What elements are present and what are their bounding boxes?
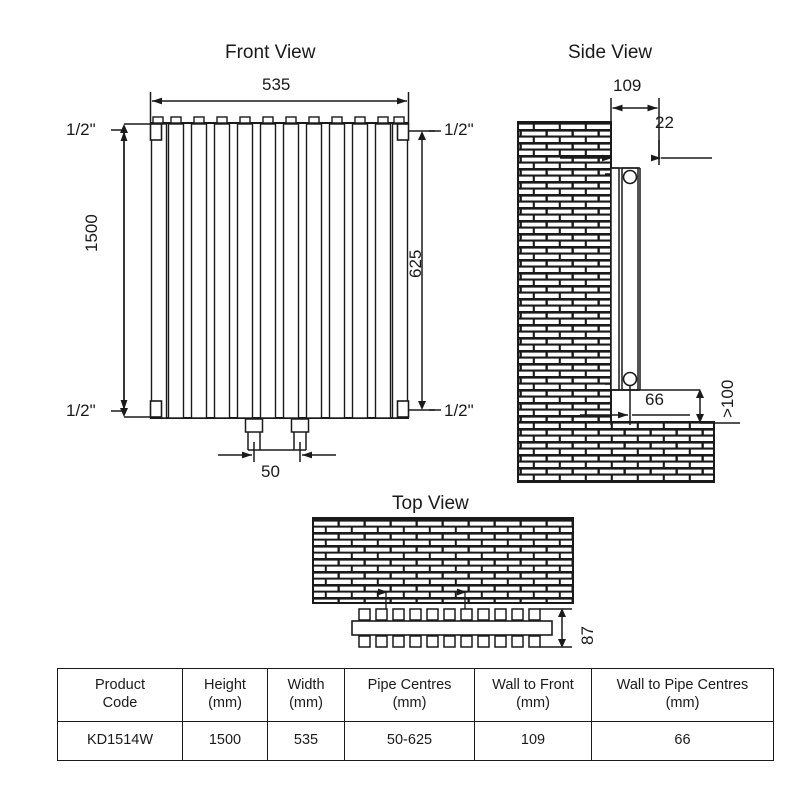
side-wall-to-pipe-centres-dimension [580, 386, 690, 425]
front-pipe-centre-vertical-label: 625 [406, 249, 425, 278]
side-floor-clearance-dimension [611, 389, 740, 424]
side-view-title: Side View [568, 42, 653, 63]
side-wall-to-pipe-centres-label: 66 [645, 390, 664, 409]
front-pipe-centre-horizontal-dimension [218, 442, 336, 462]
top-radiator-body [351, 608, 553, 648]
side-tube-depth-dimension [560, 140, 712, 162]
side-wall-to-front-label: 109 [613, 76, 642, 95]
top-view-group [312, 517, 574, 648]
header-width-line2: (mm) [289, 695, 323, 711]
header-wall-to-front-line2: (mm) [516, 695, 550, 711]
side-tube-depth-label: 22 [655, 113, 674, 132]
header-wall-to-front: Wall to Front (mm) [474, 668, 592, 722]
header-pipe-centres-line1: Pipe Centres [367, 677, 452, 694]
header-height-line1: Height [204, 677, 246, 694]
front-width-dimension-label: 535 [262, 75, 291, 94]
side-wall-to-front-dimension [610, 98, 660, 168]
cell-wall-to-pipe-centres: 66 [591, 721, 774, 761]
cell-pipe-centres: 50-625 [344, 721, 475, 761]
side-floor [517, 421, 715, 483]
header-wall-to-front-line1: Wall to Front [492, 677, 574, 694]
front-top-right-connection-label: 1/2" [444, 120, 474, 139]
header-product-code: Product Code [57, 668, 183, 722]
top-depth-label: 87 [578, 626, 597, 645]
header-wall-to-pipe-centres-line2: (mm) [665, 695, 700, 711]
cell-height: 1500 [182, 721, 268, 761]
header-wall-to-pipe-centres: Wall to Pipe Centres (mm) [591, 668, 774, 722]
front-top-left-connection-label: 1/2" [66, 120, 96, 139]
header-wall-to-pipe-centres-line1: Wall to Pipe Centres [616, 677, 749, 694]
cell-width: 535 [267, 721, 345, 761]
front-pipe-centre-vertical-dimension [409, 130, 435, 411]
front-width-dimension [149, 92, 410, 124]
front-height-dimension-label: 1500 [82, 214, 101, 252]
header-product-code-line1: Product [95, 677, 145, 694]
front-height-dimension [120, 123, 150, 418]
front-view-title: Front View [225, 42, 316, 63]
header-width: Width (mm) [267, 668, 345, 722]
top-depth-dimension [540, 608, 572, 648]
header-product-code-line2: Code [102, 695, 138, 711]
table-row: KD1514W 1500 535 50-625 109 66 [57, 721, 774, 761]
front-bottom-right-connection-label: 1/2" [444, 401, 474, 420]
side-floor-clearance-label: >100 [718, 379, 737, 418]
front-bottom-left-connection-label: 1/2" [66, 401, 96, 420]
side-view-group [517, 98, 740, 483]
cell-product-code: KD1514W [57, 721, 183, 761]
side-wall [517, 121, 612, 423]
front-pipe-centre-horizontal-label: 50 [261, 462, 280, 481]
top-wall [312, 517, 574, 604]
top-view-title: Top View [392, 493, 469, 514]
specification-table: Product Code Height (mm) Width (mm) Pipe… [57, 668, 774, 761]
front-view-group [111, 92, 441, 462]
header-width-line1: Width [287, 677, 325, 694]
header-pipe-centres: Pipe Centres (mm) [344, 668, 475, 722]
header-height: Height (mm) [182, 668, 268, 722]
cell-wall-to-front: 109 [474, 721, 592, 761]
header-pipe-centres-line2: (mm) [392, 695, 427, 711]
side-radiator-body [605, 167, 641, 391]
table-header-row: Product Code Height (mm) Width (mm) Pipe… [57, 668, 774, 722]
front-radiator-body [149, 116, 410, 451]
header-height-line2: (mm) [208, 695, 242, 711]
